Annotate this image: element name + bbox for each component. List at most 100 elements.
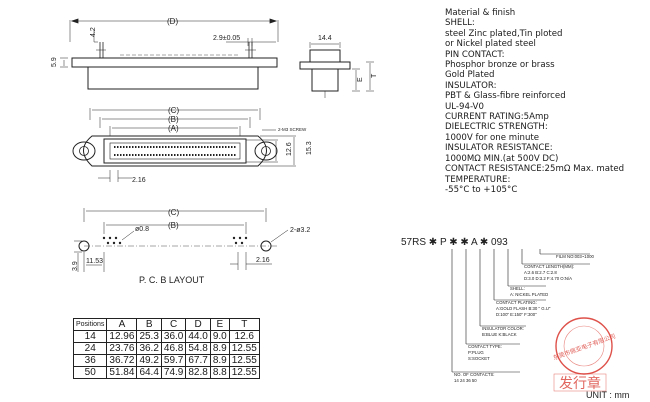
dim-a-top: (A): [168, 124, 179, 133]
contact-length-row1: A:2.6 B:2.7 C:2.8: [524, 270, 557, 275]
col-b: B: [136, 318, 162, 331]
table-row: 14 12.96 25.3 36.0 44.0 9.0 12.6: [72, 330, 260, 343]
dim-c-top: (C): [168, 106, 179, 115]
shell-value: A: NICKEL PLATED: [510, 292, 548, 297]
cell: 82.8: [185, 366, 211, 379]
cell: 46.8: [160, 342, 187, 355]
col-a: A: [106, 318, 138, 331]
cell: 54.8: [185, 342, 211, 355]
cell: 51.84: [106, 366, 138, 379]
table-row: 24 23.76 36.2 46.8 54.8 8.9 12.55: [72, 342, 260, 355]
pcb-layout-title: P. C. B LAYOUT: [139, 275, 205, 285]
spec-line: CURRENT RATING:5Amp: [445, 112, 549, 123]
spec-line: PIN CONTACT:: [445, 49, 505, 60]
dim-4-2: 4.2: [90, 27, 97, 37]
stamp-seal-text: 发行章: [559, 375, 601, 392]
part-code: 57RS ✱ P ✱ ✱ A ✱ 093: [401, 237, 508, 248]
cell: 12.55: [228, 354, 260, 367]
cell: 36.2: [136, 342, 162, 355]
spec-line: 1000V for one minute: [445, 132, 540, 143]
dim-08: ø0.8: [135, 226, 149, 233]
cell: 8.8: [209, 366, 230, 379]
dim-11-53: 11.53: [86, 258, 103, 265]
dim-2-9: 2.9±0.05: [213, 35, 240, 42]
material-spec: Material & finish SHELL: steel Zinc plat…: [445, 8, 645, 195]
plating-row1: A:GOLD FLASH B:30 " G.U": [496, 306, 551, 311]
cell: 12.55: [228, 366, 260, 379]
cell: 12.96: [106, 330, 138, 343]
spec-line: SHELL:: [445, 18, 475, 29]
cell: 36.0: [160, 330, 187, 343]
spec-line: Material & finish: [445, 8, 516, 18]
contact-length-title: CONTACT LENGTH(MM):: [524, 264, 574, 269]
stamp-text: 东莞市佩亚电子有限公司: [552, 332, 617, 362]
spec-line: UL-94-V0: [445, 101, 484, 112]
no-contacts-title: NO. OF CONTACTS:: [454, 372, 495, 377]
no-contacts-value: 14 24 36 50: [454, 378, 477, 383]
dim-2-16-bottom: 2.16: [256, 257, 270, 264]
dim-12-6: 12.6: [286, 142, 293, 156]
col-e: E: [209, 318, 230, 331]
dim-m-screw: 2-M3 SCREW: [278, 127, 307, 132]
cell: 59.7: [160, 354, 187, 367]
spec-line: CONTACT RESISTANCE:25mΩ Max. mated: [445, 164, 625, 175]
cell: 44.0: [185, 330, 211, 343]
company-stamp-icon: 东莞市佩亚电子有限公司 发行章: [552, 317, 617, 392]
spec-line: -55°C to +105°C: [445, 184, 518, 195]
shell-title: SHELL:: [510, 286, 525, 291]
cell: 14: [72, 330, 108, 343]
cell: 8.9: [209, 342, 230, 355]
col-c: C: [160, 318, 187, 331]
cell: 24: [72, 342, 108, 355]
spec-line: DIELECTRIC STRENGTH:: [445, 122, 548, 133]
spec-line: Gold Plated: [445, 70, 495, 81]
dim-b-top: (B): [168, 115, 179, 124]
cell: 23.76: [106, 342, 138, 355]
dim-15-3: 15.3: [306, 141, 313, 155]
cell: 9.0: [209, 330, 230, 343]
cell: 67.7: [185, 354, 211, 367]
spec-line: INSULATOR RESISTANCE:: [445, 143, 553, 154]
plating-title: CONTACT PLATING:: [496, 300, 537, 305]
dim-32: 2-ø3.2: [290, 227, 310, 234]
cell: 8.9: [209, 354, 230, 367]
contact-type-title: CONTACT TYPE:: [468, 344, 502, 349]
spec-line: Phosphor bronze or brass: [445, 60, 555, 71]
dim-b-pcb: (B): [168, 221, 179, 230]
dim-c-pcb: (C): [168, 208, 179, 217]
contact-type-row1: P:PLUG: [468, 350, 484, 355]
dimension-table: Positions A B C D E T 14 12.96 25.3 36.0…: [72, 318, 260, 379]
plating-row2: D:100" E:150" F:300": [496, 312, 537, 317]
unit-label: UNIT : mm: [586, 390, 629, 400]
cell: 50: [72, 366, 108, 379]
col-t: T: [228, 318, 260, 331]
cell: 12.6: [228, 330, 260, 343]
dim-t: T: [371, 73, 378, 78]
insulator-title: INSULATOR COLOR:: [482, 326, 524, 331]
contact-length-row2: D:3.0 D:3.2 F:4.70 O:N/A: [524, 276, 572, 281]
dim-e: E: [357, 77, 364, 82]
spec-line: 1000MΩ MIN.(at 500V DC): [445, 153, 559, 164]
dim-3-9: 3.9: [72, 261, 79, 271]
dim-2-16-top: 2.16: [132, 177, 146, 184]
spec-line: PBT & Glass-fibre reinforced: [445, 91, 566, 102]
table-row: 50 51.84 64.4 74.9 82.8 8.8 12.55: [72, 366, 260, 379]
cell: 64.4: [136, 366, 162, 379]
dim-5-9: 5.9: [51, 57, 58, 67]
dim-d: (D): [167, 17, 178, 26]
spec-line: or Nickel plated steel: [445, 39, 536, 50]
spec-line: TEMPERATURE:: [445, 174, 511, 185]
cell: 49.2: [136, 354, 162, 367]
col-d: D: [185, 318, 211, 331]
table-row: 36 36.72 49.2 59.7 67.7 8.9 12.55: [72, 354, 260, 367]
contact-type-row2: S:SOCKET: [468, 356, 490, 361]
cell: 36: [72, 354, 108, 367]
spec-line: INSULATOR:: [445, 80, 497, 91]
dim-14-4: 14.4: [318, 35, 332, 42]
cell: 12.55: [228, 342, 260, 355]
table-header-row: Positions A B C D E T: [72, 318, 260, 331]
cell: 74.9: [160, 366, 187, 379]
cell: 25.3: [136, 330, 162, 343]
